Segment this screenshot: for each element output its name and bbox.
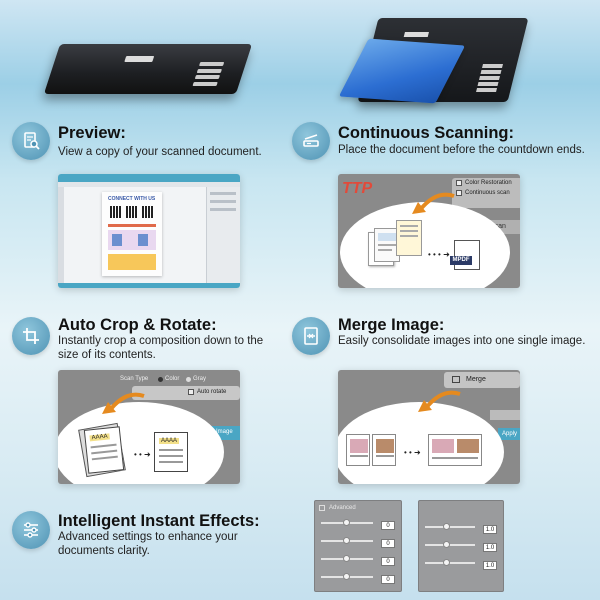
color-radio[interactable]: Color bbox=[165, 376, 180, 382]
instant-effects-title: Intelligent Instant Effects: bbox=[58, 512, 260, 530]
preview-screenshot: CONNECT WITH US bbox=[58, 174, 240, 288]
scan-type-label: Scan Type bbox=[120, 376, 149, 382]
gamma-slider-3[interactable] bbox=[425, 557, 505, 569]
setting-slider-4[interactable] bbox=[321, 571, 401, 583]
gamma-slider-2[interactable] bbox=[425, 539, 505, 551]
curved-arrow-icon bbox=[102, 392, 145, 414]
tilted-doc-heading: AAAA bbox=[89, 433, 110, 442]
merge-icon bbox=[292, 317, 330, 355]
auto-rotate-option[interactable]: Auto rotate bbox=[197, 389, 227, 395]
cropped-doc-heading: AAAA bbox=[159, 438, 180, 444]
continuous-scanning-title: Continuous Scanning: bbox=[338, 124, 514, 142]
gamma-value-3[interactable]: 1.0 bbox=[483, 561, 497, 570]
gray-radio[interactable]: Gray bbox=[193, 376, 207, 382]
scanner-icon bbox=[292, 122, 330, 160]
apply-button[interactable]: Apply bbox=[502, 431, 518, 437]
crop-icon bbox=[12, 317, 50, 355]
merge-image-desc: Easily consolidate images into one singl… bbox=[338, 335, 586, 347]
advanced-header: Advanced bbox=[329, 505, 356, 511]
preview-title: Preview: bbox=[58, 124, 126, 142]
preview-desc: View a copy of your scanned document. bbox=[58, 146, 262, 158]
setting-value-2[interactable]: 0 bbox=[381, 539, 395, 548]
setting-slider-3[interactable] bbox=[321, 553, 401, 565]
scanned-poster: CONNECT WITH US bbox=[102, 192, 162, 276]
advanced-settings-panel: Advanced 0 0 0 0 bbox=[314, 500, 402, 592]
gamma-settings-panel: 1.0 1.0 1.0 bbox=[418, 500, 504, 592]
sliders-icon bbox=[12, 511, 50, 549]
setting-value-3[interactable]: 0 bbox=[381, 557, 395, 566]
continuous-scan-option[interactable]: Continuous scan bbox=[465, 190, 510, 196]
setting-value-4[interactable]: 0 bbox=[381, 575, 395, 584]
gamma-slider-1[interactable] bbox=[425, 521, 505, 533]
auto-crop-title: Auto Crop & Rotate: bbox=[58, 316, 217, 334]
poster-title: CONNECT WITH US bbox=[108, 196, 156, 202]
continuous-scanning-desc: Place the document before the countdown … bbox=[338, 144, 585, 156]
continuous-screenshot: TTP Color Restoration Continuous scan Sc… bbox=[338, 174, 520, 288]
setting-value-1[interactable]: 0 bbox=[381, 521, 395, 530]
auto-crop-screenshot: Scan Type Color Gray Auto rotate Image A… bbox=[58, 370, 240, 484]
merge-image-title: Merge Image: bbox=[338, 316, 445, 334]
gamma-value-2[interactable]: 1.0 bbox=[483, 543, 497, 552]
mpdf-badge: MPDF bbox=[450, 256, 472, 265]
instant-effects-desc: Advanced settings to enhance your docume… bbox=[58, 531, 238, 557]
color-restoration-option[interactable]: Color Restoration bbox=[465, 180, 512, 186]
image-button[interactable]: Image bbox=[216, 429, 233, 435]
merge-screenshot: Merge Apply • • ➜ bbox=[338, 370, 520, 484]
curved-arrow-icon bbox=[418, 390, 461, 412]
setting-slider-1[interactable] bbox=[321, 517, 401, 529]
curved-arrow-icon bbox=[412, 192, 455, 214]
flatbed-scanner-image bbox=[43, 44, 253, 94]
gamma-value-1[interactable]: 1.0 bbox=[483, 525, 497, 534]
merge-option[interactable]: Merge bbox=[466, 376, 486, 383]
auto-crop-desc: Instantly crop a composition down to the… bbox=[58, 335, 264, 361]
setting-slider-2[interactable] bbox=[321, 535, 401, 547]
document-search-icon bbox=[12, 122, 50, 160]
